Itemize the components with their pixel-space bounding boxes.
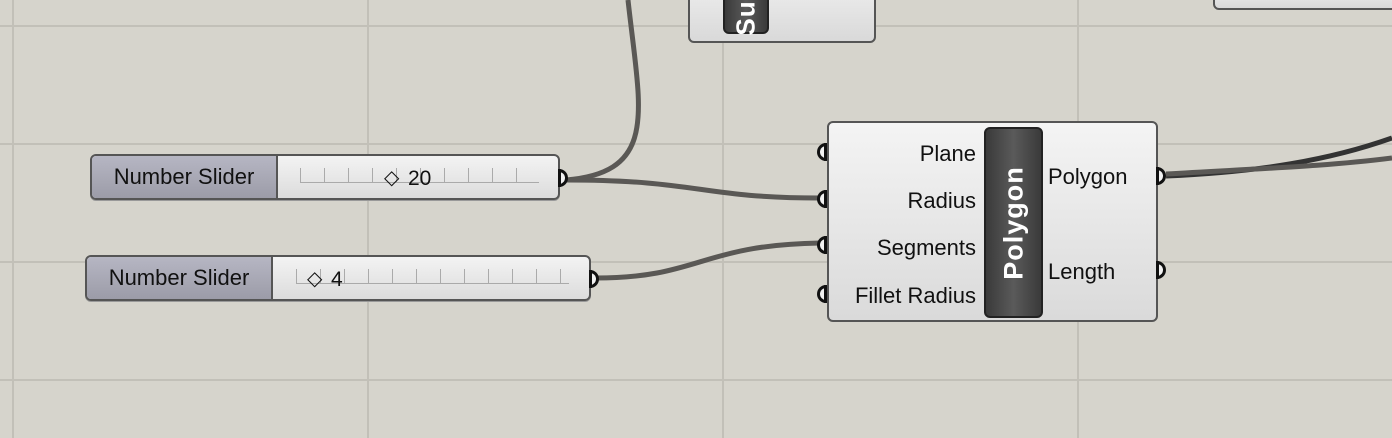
input-plane[interactable]: Plane — [919, 141, 976, 166]
polygon-component[interactable]: Plane Radius Segments Fillet Radius Poly… — [817, 121, 1166, 322]
output-length[interactable]: Length — [1048, 259, 1116, 284]
input-grip[interactable] — [817, 143, 827, 161]
grid-line — [367, 0, 369, 438]
output-grip[interactable] — [589, 270, 599, 288]
component-name-bar: Su — [723, 0, 769, 37]
slider-track[interactable] — [296, 269, 569, 284]
component-name: Su — [730, 0, 761, 37]
component-name: Polygon — [998, 165, 1028, 280]
slider-track[interactable] — [300, 168, 539, 183]
number-slider[interactable]: Number Slider ◇ 4 — [85, 255, 599, 301]
slider-label[interactable]: Number Slider — [92, 156, 278, 198]
grid-line — [0, 143, 1392, 145]
partial-component-right[interactable] — [1213, 0, 1392, 10]
input-grip[interactable] — [817, 285, 827, 303]
output-grip[interactable] — [1156, 167, 1166, 185]
input-radius[interactable]: Radius — [907, 188, 976, 213]
grid-line — [12, 0, 14, 438]
number-slider[interactable]: Number Slider ◇ 20 — [90, 154, 568, 200]
output-polygon[interactable]: Polygon — [1048, 164, 1128, 189]
grid-line — [722, 0, 724, 438]
wire-slider1-to-radius[interactable] — [565, 177, 821, 201]
input-segments[interactable]: Segments — [876, 235, 976, 260]
component-name-bar[interactable]: Polygon — [984, 127, 1043, 318]
slider-value: 4 — [331, 268, 343, 291]
input-fillet-radius[interactable]: Fillet Radius — [854, 283, 976, 308]
wire-polygon-out-2[interactable] — [1165, 155, 1392, 177]
slider-handle-icon[interactable]: ◇ — [384, 167, 400, 189]
slider-label[interactable]: Number Slider — [87, 257, 273, 299]
partial-component[interactable]: Su — [688, 0, 876, 43]
grid-line — [0, 379, 1392, 381]
output-grip[interactable] — [558, 169, 568, 187]
input-grip[interactable] — [817, 190, 827, 208]
wire-slider1-to-top[interactable] — [565, 0, 641, 183]
output-grip[interactable] — [1156, 261, 1166, 279]
slider-handle-icon[interactable]: ◇ — [307, 268, 323, 290]
slider-value: 20 — [408, 167, 432, 190]
input-grip[interactable] — [817, 236, 827, 254]
